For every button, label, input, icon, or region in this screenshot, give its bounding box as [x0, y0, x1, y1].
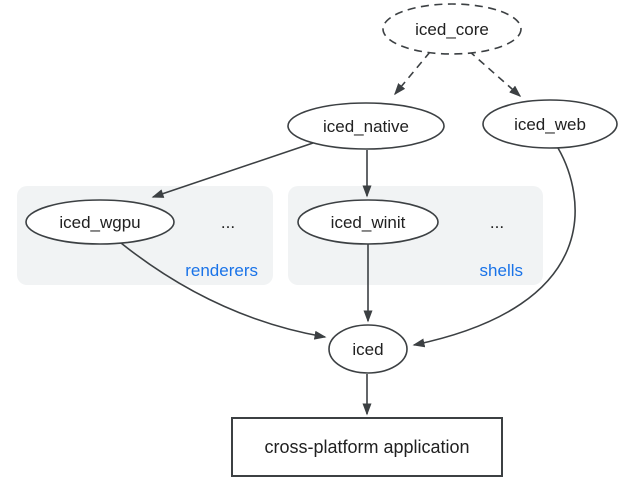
- node-iced-native: iced_native: [287, 102, 445, 150]
- node-iced-web: iced_web: [482, 99, 618, 149]
- iced-wgpu-label: iced_wgpu: [59, 213, 140, 232]
- edge-iced_native-iced_wgpu: [151, 142, 314, 198]
- node-iced-wgpu: iced_wgpu: [25, 199, 175, 245]
- iced-core-ellipse: [382, 3, 522, 55]
- node-iced-winit: iced_winit: [297, 199, 439, 245]
- iced-winit-ellipse: [297, 199, 439, 245]
- node-iced-core: iced_core: [382, 3, 522, 55]
- edge-iced_web-iced: [412, 147, 576, 348]
- iced-native-label: iced_native: [323, 117, 409, 136]
- edge-iced_core-iced_web: [468, 50, 522, 97]
- app-rect: [231, 417, 503, 477]
- shells-group-label: shells: [480, 261, 523, 280]
- iced-native-ellipse: [287, 102, 445, 150]
- iced-ellipse: [328, 324, 408, 374]
- iced-label: iced: [352, 340, 383, 359]
- edge-iced_core-iced_native: [394, 51, 431, 96]
- shells-ellipsis: ...: [490, 213, 504, 232]
- iced-winit-label: iced_winit: [331, 213, 406, 232]
- iced-core-label: iced_core: [415, 20, 489, 39]
- app-label: cross-platform application: [264, 437, 469, 457]
- renderers-group-label: renderers: [185, 261, 258, 280]
- node-cross-platform-application: cross-platform application: [231, 417, 503, 477]
- iced-web-ellipse: [482, 99, 618, 149]
- iced-wgpu-ellipse: [25, 199, 175, 245]
- renderers-ellipsis: ...: [221, 213, 235, 232]
- node-iced: iced: [328, 324, 408, 374]
- iced-web-label: iced_web: [514, 115, 586, 134]
- edge-iced_wgpu-iced: [120, 242, 327, 340]
